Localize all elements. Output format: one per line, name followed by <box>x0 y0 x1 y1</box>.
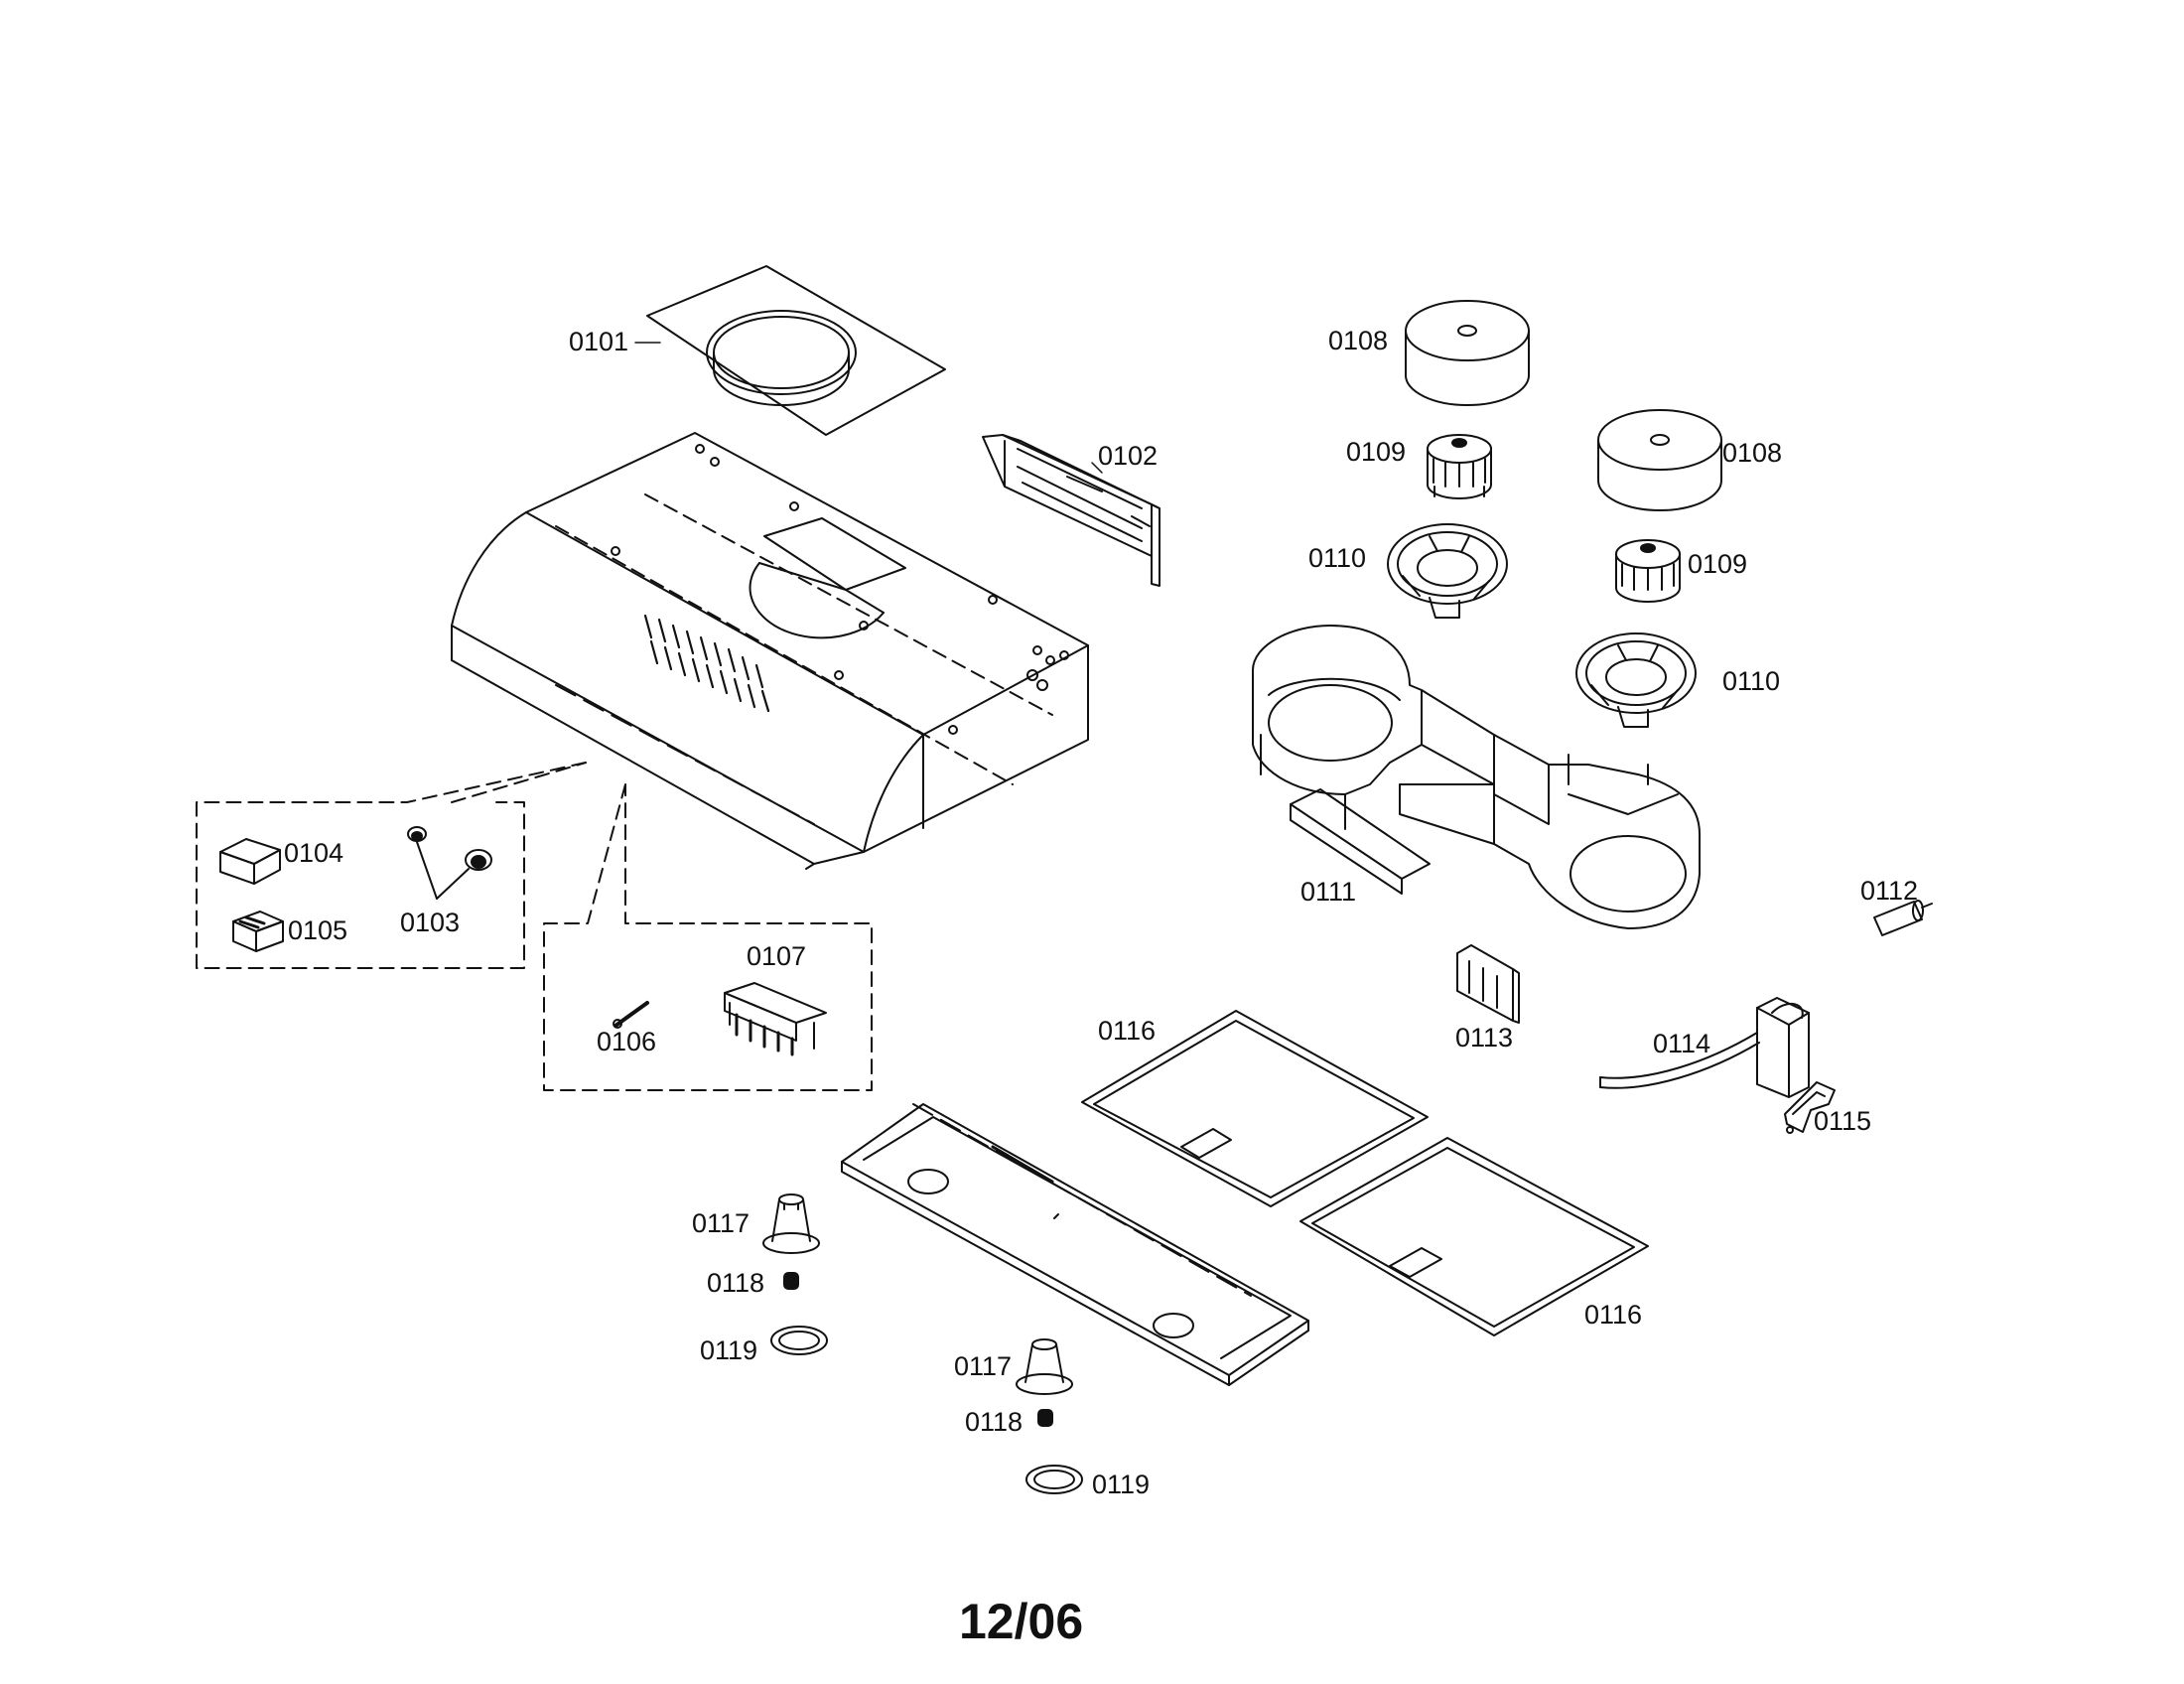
duct-adapter-plate <box>647 266 945 435</box>
callout-0101: 0101 <box>569 327 629 356</box>
callout-0105: 0105 <box>288 915 348 945</box>
callout-0119-left: 0119 <box>700 1335 758 1365</box>
light-socket-pin <box>614 1003 647 1028</box>
motor-left <box>1428 435 1491 498</box>
callout-0103: 0103 <box>400 908 461 937</box>
junction-bracket <box>1457 945 1519 1023</box>
wire-harness <box>1600 998 1809 1097</box>
blower-wheel-right <box>1598 410 1721 510</box>
callout-0109-left: 0109 <box>1346 437 1407 467</box>
callout-0112: 0112 <box>1860 876 1919 906</box>
callout-0110-left: 0110 <box>1308 543 1367 573</box>
wire-clip <box>1785 1082 1835 1133</box>
blower-wheel-left <box>1406 301 1529 405</box>
callout-0104: 0104 <box>284 838 344 868</box>
callout-0106: 0106 <box>597 1027 657 1056</box>
callout-0113: 0113 <box>1455 1023 1514 1052</box>
terminal-block <box>725 983 826 1054</box>
grease-filter-left <box>1082 1011 1428 1206</box>
capacitor <box>1874 901 1932 935</box>
callout-0117-right: 0117 <box>954 1351 1013 1381</box>
range-hood-body <box>452 433 1088 869</box>
callout-0118-right: 0118 <box>965 1407 1024 1437</box>
callout-0119-right: 0119 <box>1092 1470 1151 1499</box>
callout-0102: 0102 <box>1098 441 1159 471</box>
callout-0110-right: 0110 <box>1722 666 1781 696</box>
callout-0109-right: 0109 <box>1688 549 1748 579</box>
callout-0114: 0114 <box>1653 1029 1711 1058</box>
switch-button <box>233 912 283 951</box>
bulb-left <box>784 1273 798 1289</box>
lamp-right <box>1017 1339 1072 1394</box>
callout-0118-left: 0118 <box>707 1268 765 1298</box>
lens-ring-right <box>1026 1466 1082 1493</box>
motor-mount-right <box>1576 633 1696 727</box>
callout-0115: 0115 <box>1814 1106 1872 1136</box>
switch-housing <box>220 839 280 884</box>
callout-0117-left: 0117 <box>692 1208 751 1238</box>
callout-0116-left: 0116 <box>1098 1016 1157 1046</box>
revision-date: 12/06 <box>959 1594 1084 1649</box>
callout-0108-left: 0108 <box>1328 326 1389 355</box>
callout-0107: 0107 <box>747 941 807 971</box>
callout-0116-right: 0116 <box>1584 1300 1643 1330</box>
motor-right <box>1616 540 1680 602</box>
motor-mount-left <box>1388 524 1507 618</box>
grease-filter-right <box>1300 1138 1648 1335</box>
damper-assembly <box>983 435 1160 586</box>
detail-leaders <box>197 763 872 1090</box>
control-knobs <box>408 827 491 899</box>
bottom-panel <box>842 1104 1308 1385</box>
callout-0111: 0111 <box>1300 877 1357 907</box>
lens-ring-left <box>771 1327 827 1354</box>
callout-0108-right: 0108 <box>1722 438 1783 468</box>
blower-housing <box>1253 626 1700 928</box>
lamp-left <box>763 1194 819 1253</box>
bulb-right <box>1038 1410 1052 1426</box>
callout-leaders <box>635 343 1102 473</box>
